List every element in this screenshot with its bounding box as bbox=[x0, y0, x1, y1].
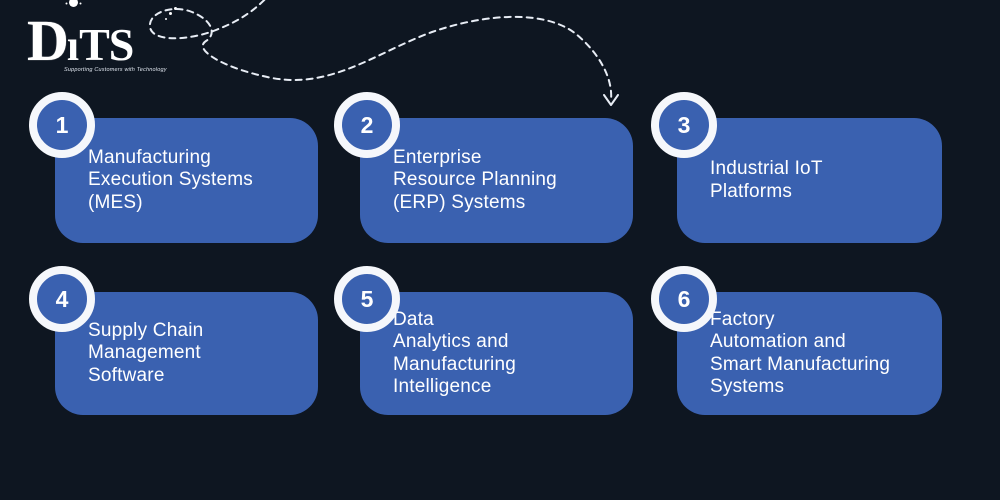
logo-letters-ts: TS bbox=[79, 19, 134, 70]
card-title: Manufacturing Execution Systems (MES) bbox=[88, 146, 253, 213]
card-iiot: 3 Industrial IoT Platforms bbox=[651, 92, 942, 243]
logo-tagline: Supporting Customers with Technology bbox=[64, 67, 167, 73]
card-title: Enterprise Resource Planning (ERP) Syste… bbox=[393, 146, 557, 213]
badge-number: 1 bbox=[55, 111, 69, 138]
card-erp: 2 Enterprise Resource Planning (ERP) Sys… bbox=[334, 92, 633, 243]
badge-number: 5 bbox=[360, 285, 374, 312]
card-title: Data Analytics and Manufacturing Intelli… bbox=[393, 308, 517, 397]
arrow-path bbox=[148, 0, 613, 101]
badge-number: 6 bbox=[677, 285, 691, 312]
badge-number: 4 bbox=[55, 285, 69, 312]
card-automation: 6 Factory Automation and Smart Manufactu… bbox=[651, 266, 942, 415]
card-analytics: 5 Data Analytics and Manufacturing Intel… bbox=[334, 266, 633, 415]
sparkle-dots-icon bbox=[164, 6, 177, 20]
logo-letter-i: ı bbox=[66, 21, 80, 70]
logo-letter-d: D bbox=[27, 8, 69, 73]
badge-2: 2 bbox=[334, 92, 400, 158]
badge-1: 1 bbox=[29, 92, 95, 158]
card-title: Industrial IoT Platforms bbox=[710, 158, 823, 202]
badge-4: 4 bbox=[29, 266, 95, 332]
badge-number: 3 bbox=[677, 111, 691, 138]
arrowhead-icon bbox=[603, 94, 619, 106]
badge-6: 6 bbox=[651, 266, 717, 332]
badge-number: 2 bbox=[360, 111, 374, 138]
badge-5: 5 bbox=[334, 266, 400, 332]
card-scm: 4 Supply Chain Management Software bbox=[29, 266, 318, 415]
card-mes: 1 Manufacturing Execution Systems (MES) bbox=[29, 92, 318, 243]
card-title: Supply Chain Management Software bbox=[88, 319, 204, 386]
card-title: Factory Automation and Smart Manufacturi… bbox=[710, 308, 891, 397]
badge-3: 3 bbox=[651, 92, 717, 158]
lightbulb-icon bbox=[68, 0, 78, 7]
